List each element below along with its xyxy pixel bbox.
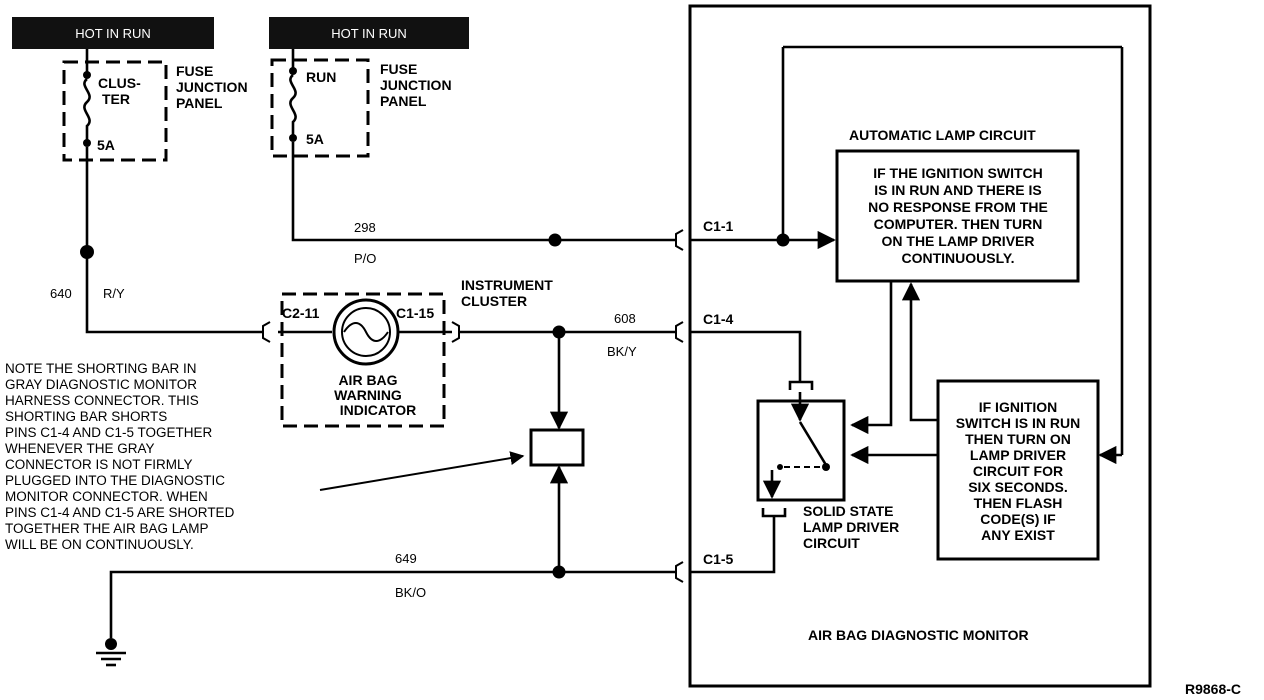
connector-c1-15-symbol [451,321,460,343]
warning-lamp-filament [343,322,389,342]
wire-608-number: 608 [614,311,636,326]
fuse-element-cluster [83,77,91,140]
wire-649-number: 649 [395,551,417,566]
shorting-bar-note: NOTE THE SHORTING BAR IN GRAY DIAGNOSTIC… [5,361,235,552]
fuse-panel-2-line-1: FUSE [380,61,417,77]
note-line-1: NOTE THE SHORTING BAR IN [5,361,197,376]
monitor-title: AIR BAG DIAGNOSTIC MONITOR [808,627,1029,643]
fuse-run: RUN 5A [270,49,370,158]
driver-label-line-1: SOLID STATE [803,503,893,519]
pin-c1-5-label: C1-5 [703,551,734,567]
wire-649: 649 BK/O [109,551,684,638]
fuse-cluster: CLUS- TER 5A [62,49,168,252]
auto-lamp-line-6: CONTINUOUSLY. [901,250,1014,266]
note-line-9: MONITOR CONNECTOR. WHEN [5,489,208,504]
hot-in-run-bar-2: HOT IN RUN [269,17,469,49]
fuse-cluster-name-1: CLUS- [98,75,141,91]
note-line-12: WILL BE ON CONTINUOUSLY. [5,537,194,552]
driver-label-line-2: LAMP DRIVER [803,519,899,535]
wire-298-number: 298 [354,220,376,235]
run-box-line-7: THEN FLASH [974,495,1063,511]
wire-640-number: 640 [50,286,72,301]
auto-lamp-line-3: NO RESPONSE FROM THE [868,199,1048,215]
auto-lamp-line-5: ON THE LAMP DRIVER [882,233,1035,249]
note-pointer-arrow [319,451,525,491]
connector-c1-4-symbol [675,321,684,343]
run-box-line-6: SIX SECONDS. [968,479,1068,495]
fuse-panel-2-line-3: PANEL [380,93,427,109]
wire-649-color: BK/O [395,585,426,600]
hot-bar-2-label: HOT IN RUN [331,26,407,41]
instrument-cluster: C2-11 C1-15 AIR BAG WARNING INDICATOR [278,292,460,428]
wire-298-color: P/O [354,251,376,266]
auto-lamp-line-2: IS IN RUN AND THERE IS [874,182,1042,198]
note-line-8: PLUGGED INTO THE DIAGNOSTIC [5,473,225,488]
fuse-cluster-rating: 5A [97,137,115,153]
fuse-panel-1-line-1: FUSE [176,63,213,79]
diagnostic-monitor: C1-1 C1-4 C1-5 AUTOMATIC LAMP CIRCUIT IF… [688,4,1152,688]
note-line-2: GRAY DIAGNOSTIC MONITOR [5,377,197,392]
run-box-line-8: CODE(S) IF [980,511,1056,527]
indicator-line-3: INDICATOR [340,402,416,418]
run-box-line-3: THEN TURN ON [965,431,1071,447]
shorting-bar-box [529,428,585,467]
note-line-10: PINS C1-4 AND C1-5 ARE SHORTED [5,505,235,520]
indicator-line-1: AIR BAG [338,372,397,388]
wire-608: 608 BK/Y [459,311,684,359]
pin-c1-4-label: C1-4 [703,311,734,327]
monitor-outline [688,4,1152,688]
instrument-cluster-title-2: CLUSTER [461,293,527,309]
fuse-panel-2-line-2: JUNCTION [380,77,452,93]
reference-code: R9868-C [1185,681,1241,697]
fuse-cluster-name-2: TER [102,91,130,107]
warning-lamp-inner [341,307,391,357]
run-box-line-9: ANY EXIST [981,527,1055,543]
driver-switch-arm [798,421,828,466]
pin-c1-1-label: C1-1 [703,218,734,234]
instrument-cluster-title-1: INSTRUMENT [461,277,553,293]
note-line-5: PINS C1-4 AND C1-5 TOGETHER [5,425,213,440]
fuse-element-run [289,73,297,135]
shorting-bar [319,332,585,572]
driver-label-line-3: CIRCUIT [803,535,860,551]
hot-bar-1-label: HOT IN RUN [75,26,151,41]
note-line-3: HARNESS CONNECTOR. THIS [5,393,199,408]
wire-298: 298 P/O [291,142,684,266]
hot-in-run-bar-1: HOT IN RUN [12,17,214,49]
wire-640: 640 R/Y [50,245,271,343]
indicator-line-2: WARNING [334,387,402,403]
run-box-line-4: LAMP DRIVER [970,447,1066,463]
wire-608-color: BK/Y [607,344,637,359]
note-line-11: TOGETHER THE AIR BAG LAMP [5,521,209,536]
ground-icon [96,638,126,667]
fuse-panel-1-line-3: PANEL [176,95,223,111]
run-box-line-5: CIRCUIT FOR [973,463,1063,479]
fuse-panel-label-2: FUSE JUNCTION PANEL [380,61,452,109]
connector-c1-1-symbol [675,229,684,251]
note-line-6: WHENEVER THE GRAY [5,441,155,456]
auto-lamp-line-4: COMPUTER. THEN TURN [874,216,1043,232]
run-box-line-1: IF IGNITION [979,399,1058,415]
note-line-7: CONNECTOR IS NOT FIRMLY [5,457,193,472]
connector-c1-5-symbol [675,561,684,583]
fuse-run-name: RUN [306,69,336,85]
note-line-4: SHORTING BAR SHORTS [5,409,167,424]
pin-c2-11-label: C2-11 [282,305,320,321]
auto-lamp-box [835,149,1080,283]
auto-lamp-title: AUTOMATIC LAMP CIRCUIT [849,127,1036,143]
pin-c1-15-label: C1-15 [396,305,434,321]
auto-lamp-line-1: IF THE IGNITION SWITCH [873,165,1043,181]
run-box-line-2: SWITCH IS IN RUN [956,415,1080,431]
fuse-panel-label-1: FUSE JUNCTION PANEL [176,63,248,111]
driver-top-contact [788,380,814,390]
driver-bottom-contact [761,508,787,518]
connector-c2-11-symbol [262,321,271,343]
wire-640-color: R/Y [103,286,125,301]
fuse-run-rating: 5A [306,131,324,147]
fuse-panel-1-line-2: JUNCTION [176,79,248,95]
run-timer-box [936,379,1100,561]
